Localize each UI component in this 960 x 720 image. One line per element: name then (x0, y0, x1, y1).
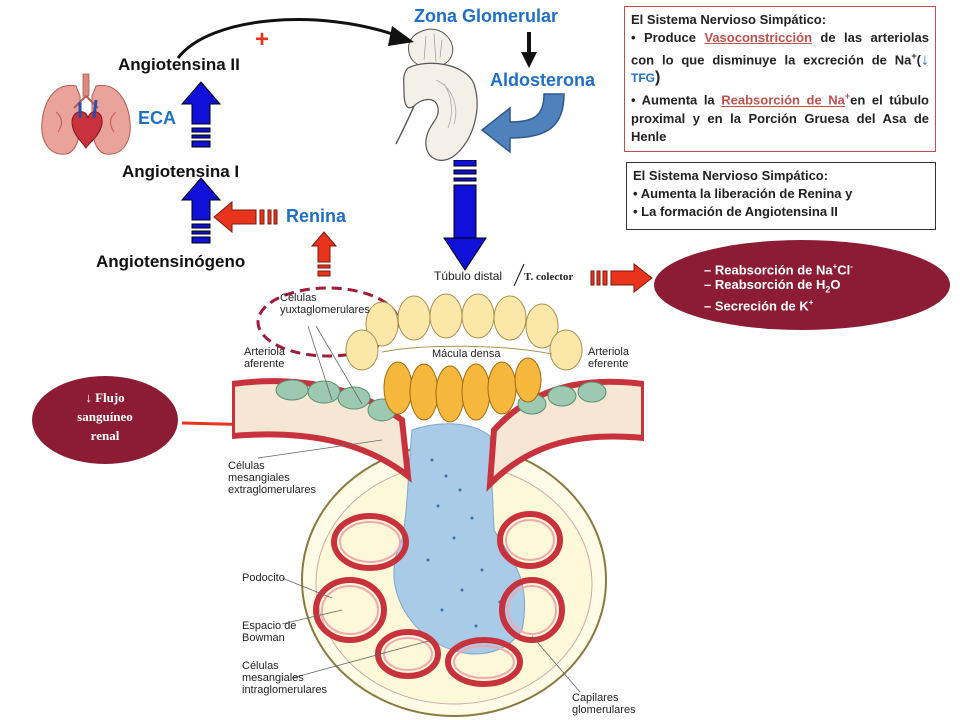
sns-box-1-bullet-2: • Aumenta la Reabsorción de Na+en el túb… (631, 91, 929, 144)
flujo-oval: ↓ Flujo sanguíneo renal (32, 376, 178, 464)
capilares-glomerulares-label: Capilares glomerulares (572, 692, 636, 716)
eca-label: ECA (138, 108, 177, 128)
arteriola-eferente-label: Arteriola eferente (588, 346, 629, 370)
blue-up-arrow-upper (180, 81, 222, 148)
down-arrow-icon: ↓ (85, 390, 92, 405)
aldosterona-label: Aldosterona (490, 70, 596, 90)
down-arrow-black (521, 32, 537, 68)
effects-oval: – Reabsorción de Na+Cl- – Reabsorción de… (654, 240, 950, 330)
lungs-heart-icon (41, 73, 131, 155)
angiotensina-ii-label: Angiotensina II (118, 55, 240, 74)
reabsorcion-link: Reabsorción de Na (721, 92, 845, 108)
plus-sign: + (255, 26, 270, 53)
tubulo-distal-label: Túbulo distal (434, 269, 503, 283)
red-up-arrow-renina (310, 231, 338, 277)
zona-glomerular-label: Zona Glomerular (414, 6, 559, 26)
sns-box-1-title: El Sistema Nervioso Simpático: (631, 12, 827, 27)
mesangiales-intra-label: Células mesangiales intraglomerulares (242, 660, 327, 696)
angiotensinogeno-label: Angiotensinógeno (96, 252, 246, 271)
mesangial-dots (426, 458, 502, 628)
angiotensina-i-label: Angiotensina I (122, 162, 240, 181)
effect-na-cl: – Reabsorción de Na+Cl- (704, 262, 853, 278)
sns-box-1: El Sistema Nervioso Simpático: • Produce… (624, 6, 936, 152)
macula-densa-label: Mácula densa (432, 348, 501, 360)
t-colector-label: T. colector (524, 271, 574, 283)
blue-down-arrow-tubulo (443, 160, 487, 271)
sns-box-2-title: El Sistema Nervioso Simpático: (633, 168, 829, 183)
vasoconstriccion-link: Vasoconstricción (704, 30, 813, 45)
sns-box-1-bullet-1: • Produce Vasoconstricción de las arteri… (631, 30, 929, 87)
effect-h2o: – Reabsorción de H2O (704, 277, 841, 295)
effect-k: – Secreción de K+ (704, 298, 814, 314)
podocito-label: Podocito (242, 572, 285, 584)
curved-arrow-to-adrenal (176, 18, 414, 59)
down-arrow-icon: ↓ (921, 51, 929, 69)
curved-blue-arrow (480, 93, 565, 154)
sns-box-2: El Sistema Nervioso Simpático: • Aumenta… (626, 162, 936, 230)
slash-divider (513, 263, 525, 287)
sns-box-2-item: • Aumenta la liberación de Renina y (633, 186, 853, 201)
espacio-bowman-label: Espacio de Bowman (242, 620, 297, 644)
juxtaglomerular-illustration (232, 286, 644, 717)
arteriola-aferente-label: Arteriola aferente (244, 346, 285, 370)
blue-up-arrow-lower (180, 177, 222, 244)
mesangiales-extra-label: Células mesangiales extraglomerulares (228, 460, 317, 496)
adrenal-kidney-icon (395, 28, 478, 161)
sns-box-2-item: • La formación de Angiotensina II (633, 204, 838, 219)
red-left-arrow-renina (213, 200, 278, 234)
renina-label: Renina (286, 206, 347, 226)
red-right-arrow-effects (590, 262, 653, 294)
celulas-yuxta-label: Células yuxtaglomerulares (280, 292, 370, 316)
